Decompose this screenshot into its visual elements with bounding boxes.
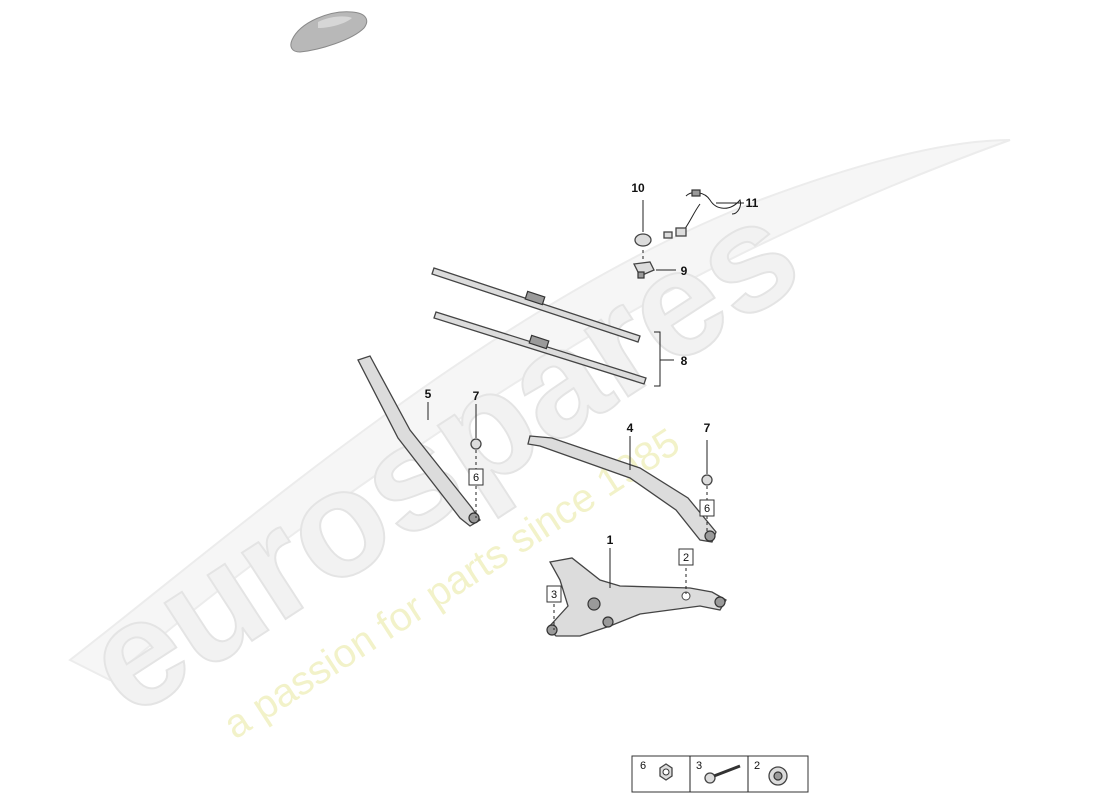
part-8-wiper-blade-upper [431,267,641,343]
flange-bolt-icon [768,766,788,786]
fastener-legend: 6 3 2 [631,755,809,793]
callout-7-left: 7 [473,389,480,403]
part-11-wiring-harness [663,189,741,239]
callout-8: 8 [681,354,688,368]
watermark-swoosh [68,139,1011,682]
callout-5: 5 [425,387,432,401]
callout-4: 4 [627,421,634,435]
callout-7-right: 7 [704,421,711,435]
part-8-wiper-blade-lower [433,311,647,385]
car-thumbnail-icon [290,11,368,53]
callout-10: 10 [631,181,645,195]
part-7-cap-right [701,474,713,486]
boxed-callout-6-right: 6 [704,503,710,515]
part-9-spray-nozzle [633,261,655,279]
watermark-brand: eurospares [56,165,826,746]
part-5-wiper-arm [357,355,481,527]
part-4-wiper-arm [527,435,717,543]
boxed-callout-6-left: 6 [473,472,479,484]
legend-label-6: 6 [640,760,646,772]
legend-label-3: 3 [696,760,702,772]
part-7-cap-left [470,438,482,450]
legend-label-2: 2 [754,760,760,772]
part-10-cap [634,233,652,247]
callout-9: 9 [681,264,688,278]
part-1-wiper-linkage [546,557,727,637]
callout-11: 11 [746,196,759,210]
bolt-icon [704,764,741,784]
hex-nut-icon [659,763,673,781]
boxed-callout-2: 2 [683,552,689,564]
boxed-callout-3: 3 [551,589,557,601]
callout-1: 1 [607,533,614,547]
